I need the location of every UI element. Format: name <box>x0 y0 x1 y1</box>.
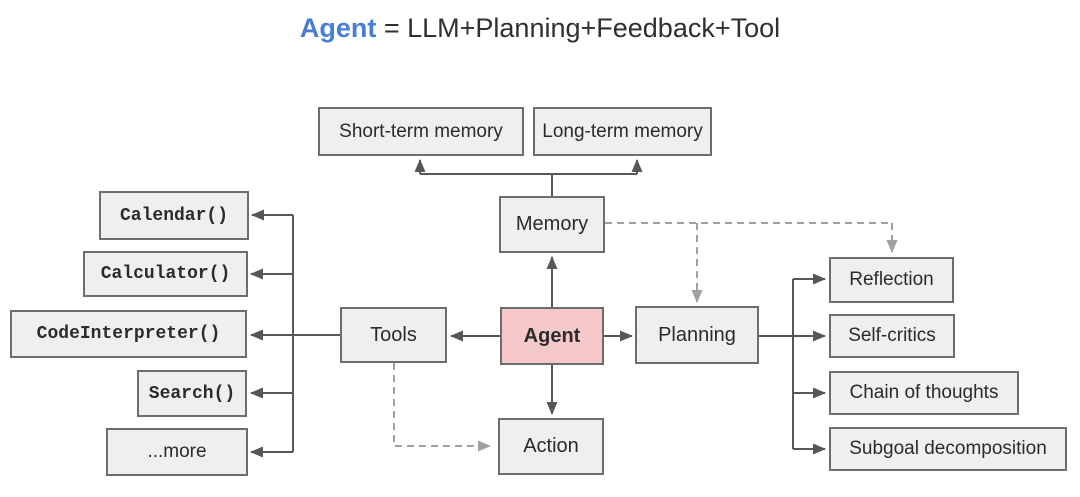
tools-bracket-connector <box>250 209 340 458</box>
node-calculator: Calculator() <box>83 251 248 297</box>
title-formula: = LLM+Planning+Feedback+Tool <box>376 13 781 43</box>
diagram-title: Agent = LLM+Planning+Feedback+Tool <box>0 10 1080 46</box>
node-chain-of-thoughts: Chain of thoughts <box>829 371 1019 415</box>
node-agent: Agent <box>500 307 604 365</box>
node-short-term-memory: Short-term memory <box>318 107 524 156</box>
node-calendar: Calendar() <box>99 191 249 240</box>
node-tools: Tools <box>340 307 447 363</box>
node-memory: Memory <box>499 196 605 253</box>
node-long-term-memory: Long-term memory <box>533 107 712 156</box>
node-planning: Planning <box>635 306 759 364</box>
node-more: ...more <box>106 428 248 476</box>
memory-dashed-connector <box>605 222 898 303</box>
node-self-critics: Self-critics <box>829 314 955 358</box>
title-agent-word: Agent <box>299 13 377 43</box>
planning-bracket-connector <box>759 273 826 455</box>
node-reflection: Reflection <box>829 257 954 303</box>
memory-to-memories-connector <box>414 159 643 196</box>
node-search: Search() <box>137 370 247 417</box>
node-action: Action <box>498 418 604 475</box>
dashed-arrow-tools-to-action <box>393 363 491 452</box>
node-code-interpreter: CodeInterpreter() <box>10 310 247 358</box>
node-subgoal-decomposition: Subgoal decomposition <box>829 427 1067 471</box>
